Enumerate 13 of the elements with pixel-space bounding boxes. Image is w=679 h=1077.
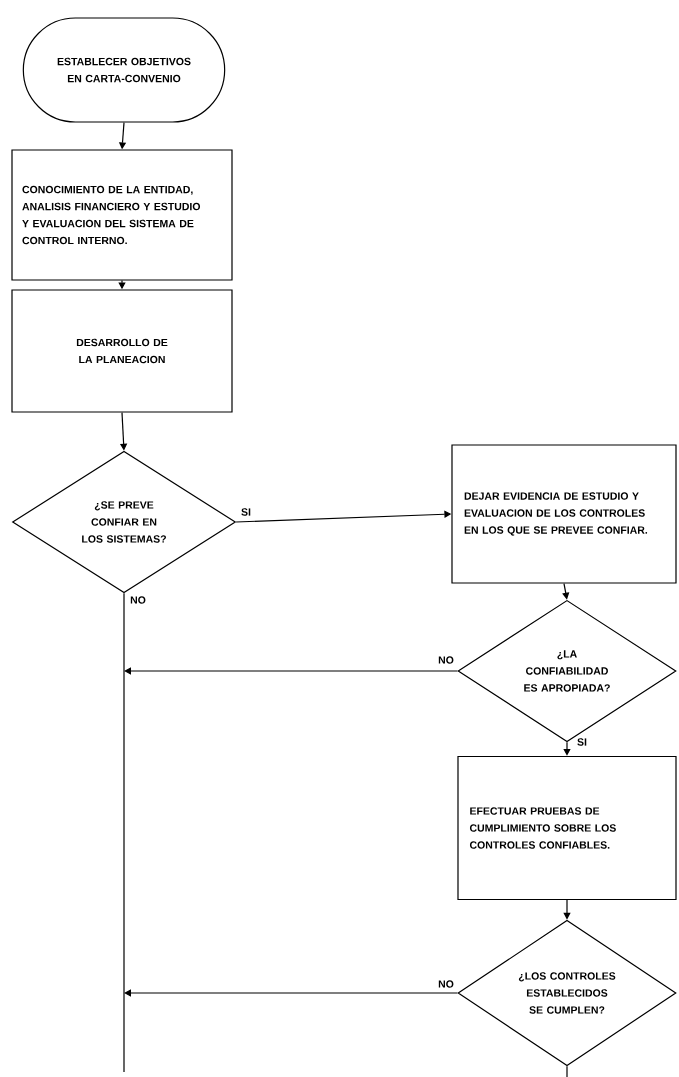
edge-label: NO — [437, 979, 455, 989]
arrow — [562, 583, 570, 600]
edge-label: SI — [240, 507, 252, 517]
process-box: CONOCIMIENTO DE LA ENTIDAD, ANALISIS FINANCIERO Y ESTUDIO Y EVALUACION DEL SISTEMA DE CONTROL INTERNO. — [11, 149, 233, 281]
arrow — [124, 667, 458, 675]
edge-label: NO — [437, 655, 455, 665]
process-box: DEJAR EVIDENCIA DE ESTUDIO Y EVALUACION DE LOS CONTROLES EN LOS QUE SE PREVEE CONFIAR. — [451, 444, 677, 584]
edge-label: NO — [129, 595, 147, 605]
start-terminal: ESTABLECER OBJETIVOS EN CARTA-CONVENIO — [22, 17, 226, 123]
process-box: EFECTUAR PRUEBAS DE CUMPLIMIENTO SOBRE LOS CONTROLES CONFIABLES. — [457, 755, 677, 901]
arrow — [124, 989, 458, 997]
arrow — [563, 741, 571, 756]
process-box: DESARROLLO DE LA PLANEACION — [11, 289, 233, 413]
